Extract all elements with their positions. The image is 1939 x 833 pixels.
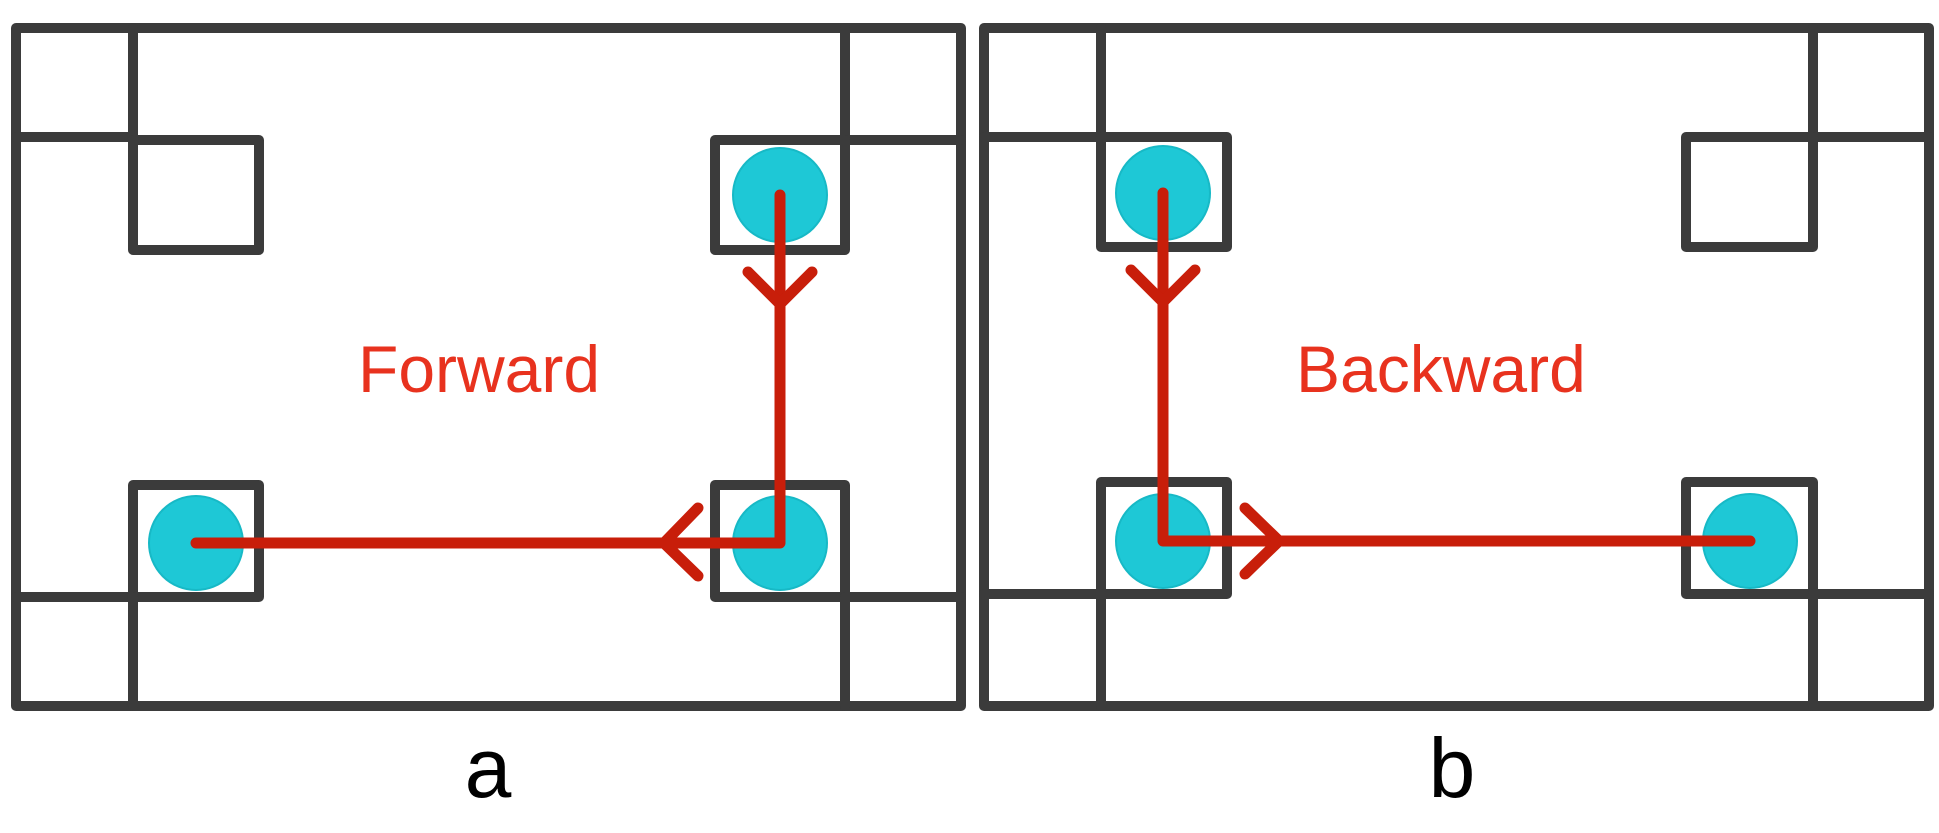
panel-a-arrow-left: [658, 502, 704, 582]
panel-b-corner-bottom-left: [979, 589, 1106, 711]
panel-a-corner-bottom-left: [11, 592, 138, 711]
panel-b-arrow-right: [1239, 502, 1285, 580]
panel-a-box-top-left: [128, 135, 264, 255]
panel-b-direction-label: Backward: [1296, 332, 1586, 406]
panel-a-corner-top-right: [840, 23, 966, 145]
panel-a-arrow-down: [742, 266, 818, 310]
panel-a-frame: [11, 23, 966, 711]
panel-b-box-top-right: [1681, 132, 1818, 252]
panel-b-caption: b: [1429, 721, 1476, 815]
panel-b-corner-top-left: [979, 23, 1106, 142]
panel-b-arrow-down: [1125, 264, 1201, 308]
panel-b-corner-top-right: [1808, 23, 1934, 142]
panel-a-caption: a: [465, 721, 512, 815]
panel-a-path: [190, 189, 786, 549]
panel-a-corner-bottom-right: [840, 592, 966, 711]
panel-b-frame: [979, 23, 1934, 711]
panel-a-corner-top-left: [11, 23, 138, 142]
panel-b-corner-bottom-right: [1808, 589, 1934, 711]
panel-a-direction-label: Forward: [358, 332, 600, 406]
panel-b: Backward b: [979, 23, 1934, 815]
panel-b-path: [1157, 187, 1756, 547]
panel-a: Forward a: [11, 23, 966, 815]
